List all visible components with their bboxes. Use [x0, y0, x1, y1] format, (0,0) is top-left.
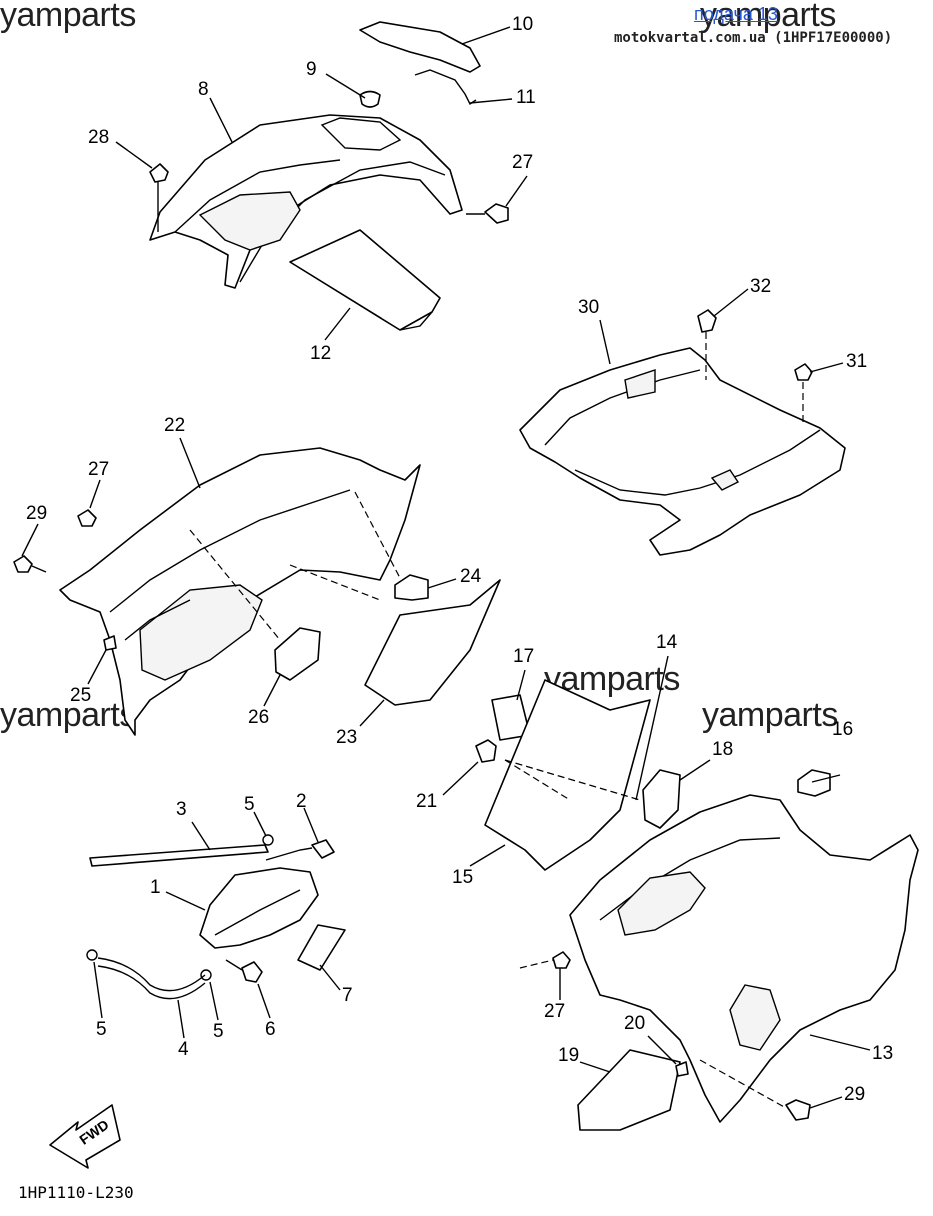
watermark-left: yamparts: [0, 696, 136, 734]
callout-27-top: 27: [512, 152, 534, 173]
callout-25: 25: [70, 685, 92, 706]
callout-27-left: 27: [88, 459, 110, 480]
callout-15: 15: [452, 867, 474, 888]
part-29-bolt-right: [785, 1099, 811, 1121]
callout-8: 8: [198, 79, 209, 100]
callout-28: 28: [88, 127, 110, 148]
part-13-side-cover: [569, 794, 919, 1123]
callout-27-right: 27: [544, 1001, 566, 1022]
page-link[interactable]: подача 13: [694, 4, 778, 24]
part-32-nut: [697, 309, 717, 333]
part-25-clip: [103, 635, 117, 651]
part-30-frame: [519, 347, 846, 556]
part-2-cap: [311, 839, 335, 859]
callout-23: 23: [336, 727, 358, 748]
callout-31: 31: [846, 351, 868, 372]
part-20-clip: [675, 1061, 689, 1077]
callout-3: 3: [176, 799, 187, 820]
callout-24: 24: [460, 566, 482, 587]
part-19-pad: [577, 1049, 681, 1131]
diagram-code: 1HP1110-L230: [18, 1183, 134, 1202]
part-3-rod: [89, 844, 269, 867]
part-26-pad: [274, 627, 321, 681]
part-4-hose: [97, 957, 206, 992]
part-31-bolt: [794, 363, 813, 381]
fwd-arrow-icon: [49, 1104, 121, 1169]
callout-29-right: 29: [844, 1084, 866, 1105]
watermark-right: yamparts: [702, 696, 838, 734]
part-18-pad: [642, 769, 681, 829]
part-15-pad: [484, 679, 651, 871]
leader-lines: [21, 26, 871, 1109]
callout-5-mid: 5: [213, 1021, 224, 1042]
callout-20: 20: [624, 1013, 646, 1034]
callout-2: 2: [296, 791, 307, 812]
callout-6: 6: [265, 1019, 276, 1040]
callout-18: 18: [712, 739, 734, 760]
callout-26: 26: [248, 707, 270, 728]
part-11-bracket: [414, 69, 477, 106]
part-8-cover: [149, 114, 463, 289]
callout-32: 32: [750, 276, 772, 297]
callout-14: 14: [656, 632, 678, 653]
site-reference: motokvartal.com.ua (1HPF17E00000): [614, 30, 893, 46]
part-27-bolt-right: [552, 951, 571, 969]
part-24-pad: [394, 574, 429, 601]
part-29-bolt-left: [13, 555, 33, 573]
part-12-pad: [289, 229, 441, 331]
part-10-cover: [359, 21, 481, 73]
callout-5-top: 5: [244, 794, 255, 815]
callout-13: 13: [872, 1043, 894, 1064]
callout-1: 1: [150, 877, 161, 898]
callout-5-left: 5: [96, 1019, 107, 1040]
callout-17: 17: [513, 646, 535, 667]
callout-4: 4: [178, 1039, 189, 1060]
callout-11: 11: [516, 87, 536, 108]
callout-7: 7: [342, 985, 353, 1006]
part-21-pad: [475, 739, 497, 763]
part-7-bracket: [297, 924, 346, 971]
watermark-top-right: yamparts: [700, 0, 836, 34]
callout-21: 21: [416, 791, 438, 812]
callout-29-left: 29: [26, 503, 48, 524]
callout-19: 19: [558, 1045, 580, 1066]
callout-9: 9: [306, 59, 317, 80]
part-1-tank: [199, 867, 319, 949]
watermark-top-left: yamparts: [0, 0, 136, 34]
part-9-grommet: [359, 90, 381, 108]
callout-12: 12: [310, 343, 332, 364]
callout-30: 30: [578, 297, 600, 318]
part-6-bolt: [241, 961, 263, 983]
part-28-bolt: [149, 163, 169, 183]
callout-16: 16: [832, 719, 854, 740]
callout-10: 10: [512, 14, 534, 35]
part-23-pad: [364, 579, 501, 706]
part-27-bolt-top: [484, 203, 509, 224]
part-27-bolt-left: [77, 509, 97, 527]
part-16-pad: [797, 769, 831, 797]
callout-22: 22: [164, 415, 186, 436]
